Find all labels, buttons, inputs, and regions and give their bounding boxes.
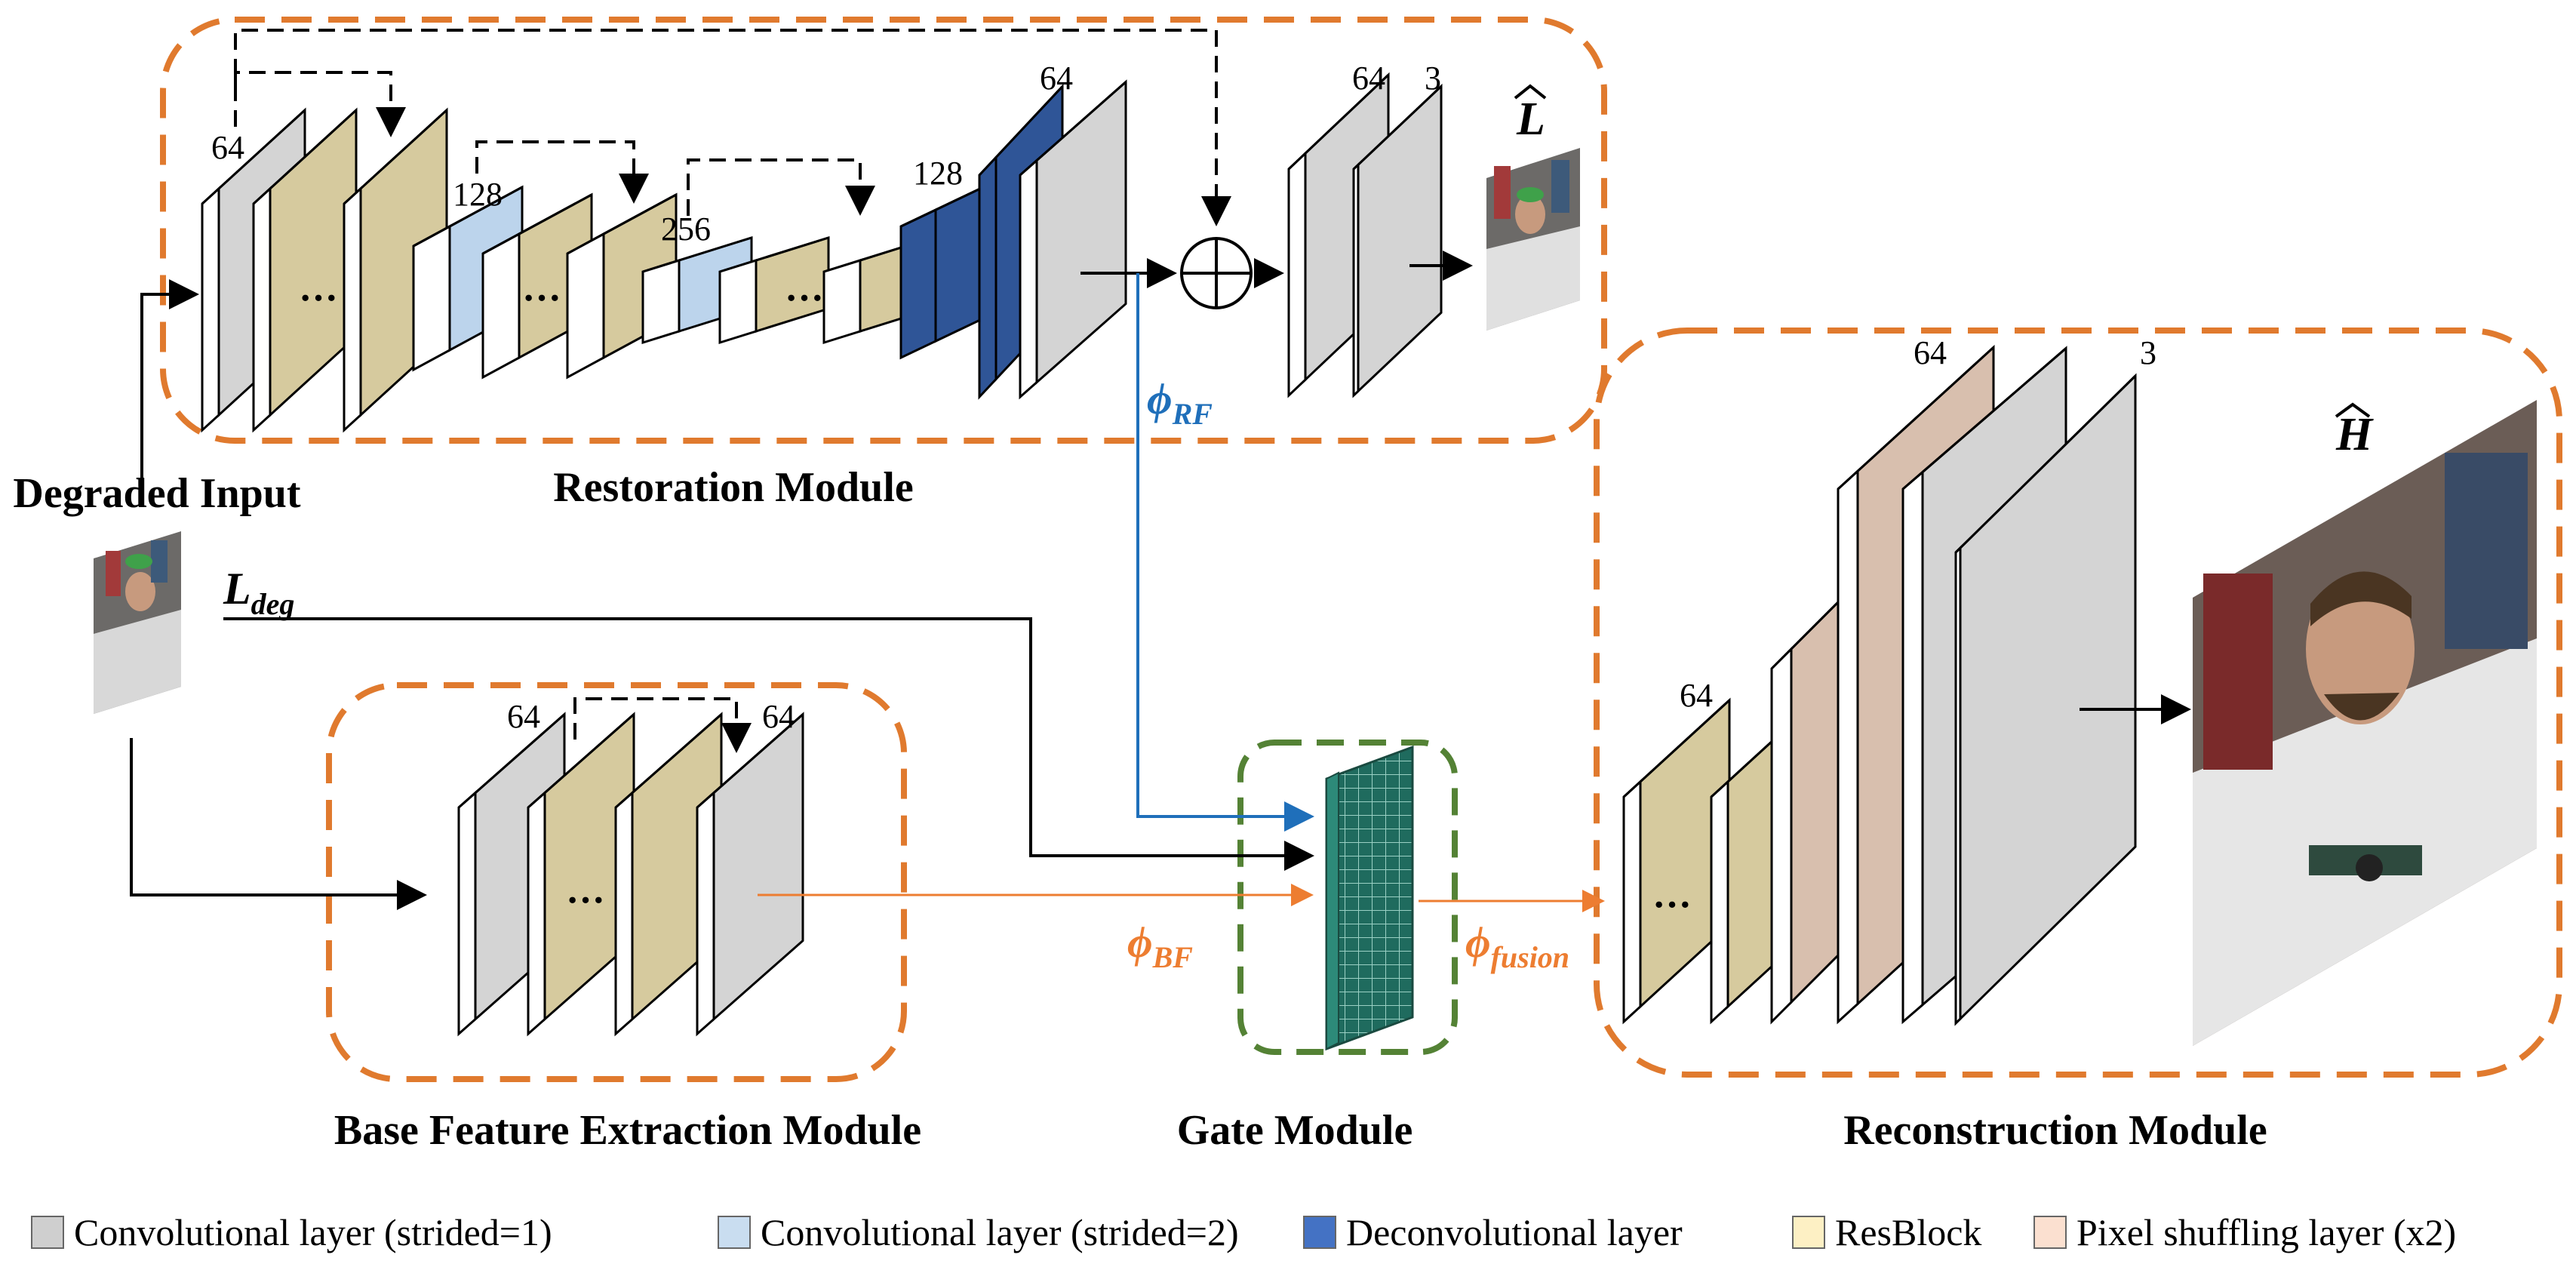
legend-item-pixshuf: Pixel shuffling layer (x2) (2033, 1211, 2456, 1253)
layer-blocks (201, 72, 2137, 1037)
l-hat-accent (1514, 84, 1547, 100)
gate-module-border (1237, 740, 1458, 1055)
layer-slab-res (252, 107, 358, 433)
channel-label: 128 (453, 176, 503, 213)
phi-fusion-label: ϕfusion (1465, 918, 1569, 974)
channel-label: 64 (1914, 334, 1947, 371)
legend-swatch (718, 1216, 751, 1249)
legend-item-conv2: Convolutional layer (strided=2) (718, 1211, 1239, 1253)
data-flow-arrows (130, 251, 2191, 912)
reconstruction-module-border (1594, 328, 2562, 1078)
input-to-base-arrow (130, 738, 427, 910)
l-deg-label: Ldeg (223, 564, 294, 621)
degraded-input-title: Degraded Input (13, 470, 301, 517)
reconstructed-high-image (2193, 400, 2537, 1046)
layer-slab-conv1 (1954, 373, 2137, 1026)
h-hat-accent (2335, 402, 2371, 418)
channel-label: 64 (211, 129, 244, 166)
legend-item-conv1: Convolutional layer (strided=1) (31, 1211, 552, 1253)
base-feature-module-border (326, 682, 907, 1082)
channel-label: 64 (1040, 60, 1073, 97)
channel-label: 64 (762, 698, 795, 735)
channel-label: 3 (1425, 60, 1441, 97)
reconstruction-module-title: Reconstruction Module (1843, 1107, 2267, 1154)
gate-block (1325, 745, 1414, 1051)
ellipsis-group: ··· ··· ··· ··· ··· (299, 277, 1692, 927)
layer-slab-res (566, 192, 678, 380)
channel-label: 256 (661, 211, 711, 248)
legend-swatch (1303, 1216, 1336, 1249)
restoration-module-border (160, 17, 1607, 444)
channel-label: 64 (1352, 60, 1385, 97)
layer-slab-conv1 (1352, 83, 1443, 398)
legend-item-resblock: ResBlock (1792, 1211, 1981, 1253)
gate-module-title: Gate Module (1177, 1107, 1413, 1154)
restoration-module-title: Restoration Module (553, 464, 914, 511)
ldeg-to-gate-arrow (223, 617, 1314, 871)
channel-label: 3 (2140, 334, 2156, 371)
layer-slab-res (527, 712, 635, 1037)
legend-item-deconv: Deconvolutional layer (1303, 1211, 1683, 1253)
output-h-hat-label: H (2335, 409, 2374, 460)
legend-label: Convolutional layer (strided=2) (761, 1211, 1239, 1253)
layer-slab-conv1 (696, 712, 804, 1037)
ellipsis-r1: ··· (299, 277, 338, 320)
channel-label: 64 (507, 698, 540, 735)
ellipsis-c1: ··· (1652, 884, 1692, 927)
legend-label: Pixel shuffling layer (x2) (2076, 1211, 2456, 1253)
base-feature-module-title: Base Feature Extraction Module (334, 1107, 921, 1154)
ellipsis-r2: ··· (522, 277, 561, 320)
module-titles: Restoration Module Base Feature Extracti… (13, 464, 2267, 1154)
restored-low-image (1486, 148, 1580, 331)
legend-label: Deconvolutional layer (1346, 1211, 1683, 1253)
legend-swatch (2033, 1216, 2067, 1249)
output-l-hat-label: L (1516, 94, 1545, 145)
sum-node (1180, 237, 1253, 309)
output-labels: L H (1514, 84, 2374, 460)
legend-label: ResBlock (1835, 1211, 1981, 1253)
legend-label: Convolutional layer (strided=1) (74, 1211, 552, 1253)
layer-slab-conv1 (1019, 79, 1127, 400)
ellipsis-r3: ··· (785, 277, 824, 320)
layer-slab-res (718, 235, 830, 345)
rf-feature-arrow (1136, 273, 1314, 832)
input-to-restoration-arrow (140, 279, 199, 497)
channel-labels: 64 128 256 128 64 64 3 64 64 64 64 3 (211, 60, 2156, 735)
skip-connections (234, 29, 1231, 753)
ellipsis-b1: ··· (566, 879, 605, 922)
phi-rf-label: ϕRF (1147, 374, 1213, 431)
legend-swatch (31, 1216, 64, 1249)
legend-swatch (1792, 1216, 1825, 1249)
phi-bf-label: ϕBF (1127, 918, 1193, 974)
channel-label: 64 (1680, 677, 1713, 714)
legend: Convolutional layer (strided=1) Convoluti… (31, 1211, 2456, 1253)
channel-label: 128 (913, 155, 963, 192)
layer-slab-res (1622, 697, 1731, 1025)
degraded-input-image (94, 531, 181, 714)
feature-labels: ϕRF ϕBF ϕfusion Ldeg (223, 374, 1569, 974)
